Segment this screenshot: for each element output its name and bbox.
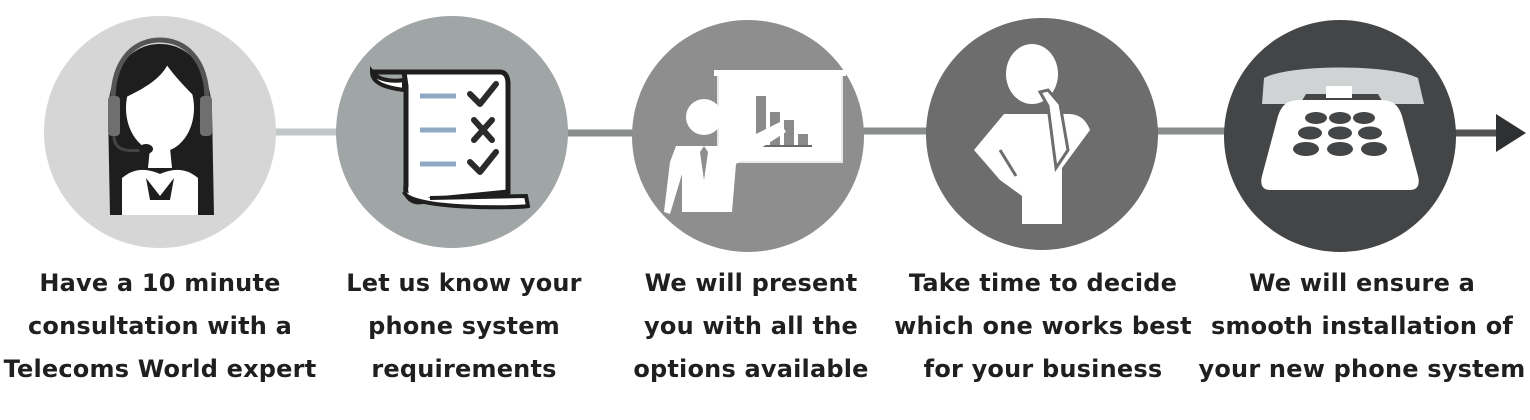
caption-line: for your business	[923, 355, 1163, 383]
checklist-scroll-icon	[369, 65, 531, 210]
thinking-person-icon	[974, 44, 1090, 224]
step-caption-4: Take time to decide which one works best…	[878, 262, 1208, 391]
caption-line: We will present	[644, 269, 858, 297]
desk-telephone-icon	[1261, 67, 1424, 190]
caption-line: requirements	[371, 355, 557, 383]
caption-line: smooth installation of	[1210, 312, 1514, 340]
caption-line: Have a 10 minute	[39, 269, 281, 297]
arrowhead-icon	[1496, 114, 1526, 152]
caption-line: consultation with a	[27, 312, 292, 340]
caption-line: Take time to decide	[908, 269, 1178, 297]
step-caption-2: Let us know your phone system requiremen…	[299, 262, 629, 391]
support-agent-headset-icon	[108, 37, 214, 215]
caption-line: you with all the	[644, 312, 858, 340]
caption-line: Telecoms World expert	[3, 355, 317, 383]
caption-line: which one works best	[894, 312, 1192, 340]
step-caption-1: Have a 10 minute consultation with a Tel…	[0, 262, 325, 391]
presenter-chart-icon	[664, 70, 846, 214]
caption-line: We will ensure a	[1248, 269, 1476, 297]
step-caption-3: We will present you with all the options…	[586, 262, 916, 391]
step-caption-5: We will ensure a smooth installation of …	[1197, 262, 1527, 391]
caption-line: options available	[633, 355, 869, 383]
caption-line: your new phone system	[1198, 355, 1526, 383]
caption-line: Let us know your	[346, 269, 582, 297]
caption-line: phone system	[368, 312, 560, 340]
